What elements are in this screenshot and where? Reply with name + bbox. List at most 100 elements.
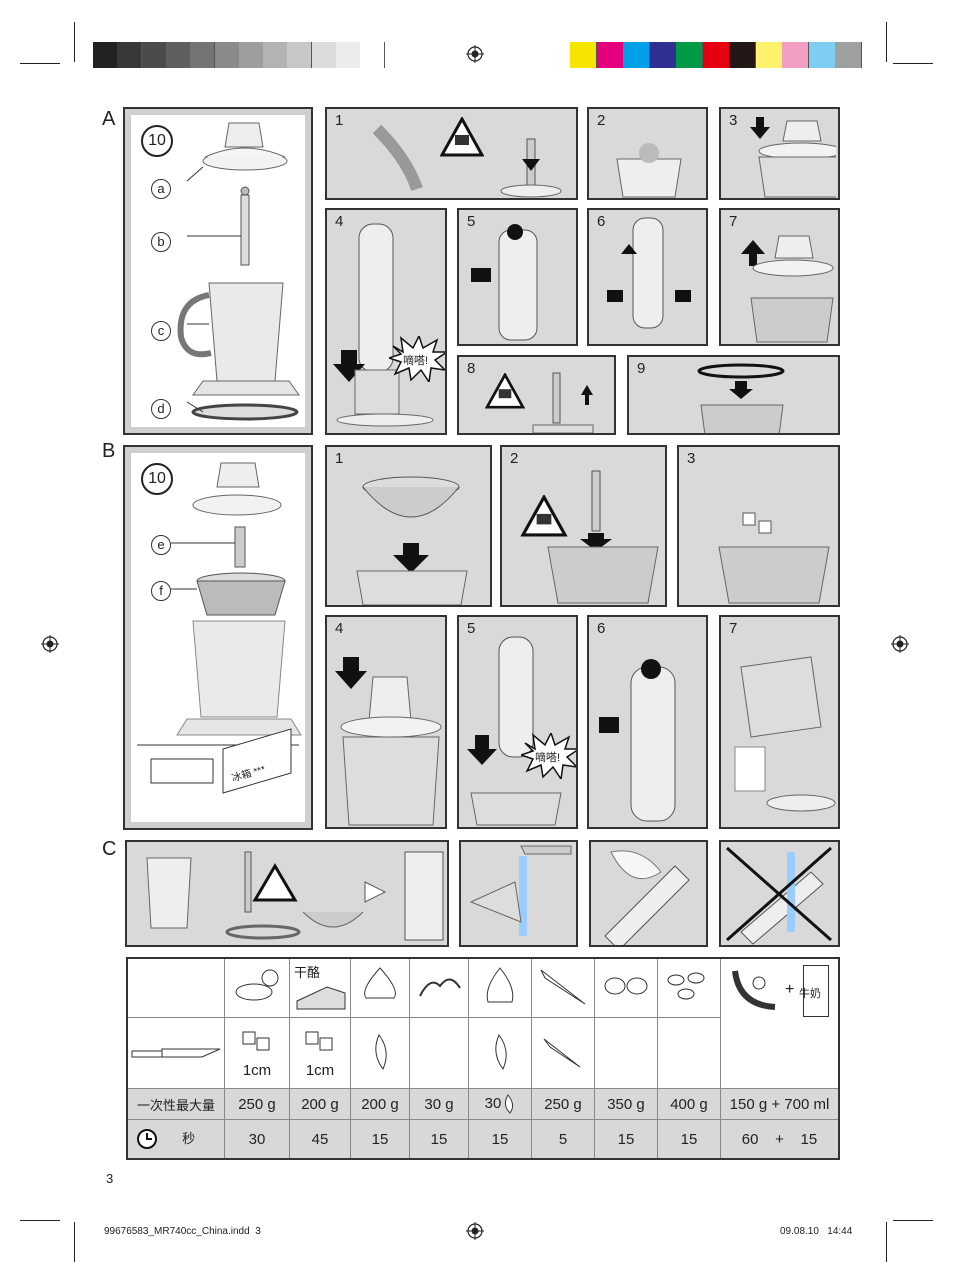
color-swatch <box>676 42 703 68</box>
time-cell: 60 + 15 <box>720 1119 840 1160</box>
seconds-label: 秒 <box>182 1130 196 1146</box>
step-number: 1 <box>335 112 344 129</box>
max-quantity-cell: 30 g <box>409 1088 469 1120</box>
step-panel-a6: 6 <box>587 208 708 346</box>
gray-swatch <box>360 42 386 68</box>
crop-mark <box>893 1220 933 1221</box>
onion-piece-icon <box>350 1017 410 1089</box>
warning-blade-icon <box>485 373 525 409</box>
section-letter-b: B <box>102 440 116 462</box>
crop-mark <box>886 1222 887 1262</box>
cleaning-panel-rinse-lid <box>459 840 578 947</box>
gray-swatch <box>214 42 240 68</box>
remove-lid-illustration <box>741 235 834 343</box>
gray-swatch <box>336 42 361 68</box>
click-burst-icon <box>389 336 445 382</box>
step-panel-a7: 7 <box>719 208 840 346</box>
cleaning-panel-wipe-motor <box>589 840 708 947</box>
warning-blade-icon <box>520 495 568 537</box>
click-burst-icon <box>521 733 576 779</box>
plus-sign: + <box>785 981 795 998</box>
time-cell: 15 <box>409 1119 469 1160</box>
time-cell: 5 <box>531 1119 595 1160</box>
fruit-milk-cell: + 牛奶 <box>720 957 840 1089</box>
step-panel-a5: 5 <box>457 208 578 346</box>
step-number: 7 <box>729 213 738 230</box>
max-quantity-cell: 250 g <box>224 1088 290 1120</box>
cut-size: 1cm <box>305 1061 335 1079</box>
gray-swatch <box>93 42 118 68</box>
milk-carton-icon <box>803 965 829 1017</box>
step-number: 9 <box>637 360 646 377</box>
cheese-label: 干酪 <box>294 964 321 980</box>
step-number: 4 <box>335 213 344 230</box>
step-number: 5 <box>467 213 476 230</box>
remove-blade-illustration <box>532 372 594 433</box>
step-number: 5 <box>467 620 476 637</box>
color-swatch <box>596 42 624 68</box>
color-swatch <box>729 42 756 68</box>
part-label-d: d <box>151 399 171 419</box>
part-label-c: c <box>151 321 171 341</box>
max-quantity-cell: 200 g <box>350 1088 410 1120</box>
time-cell: 45 <box>289 1119 351 1160</box>
max-quantity-label: 一次性最大量 <box>126 1088 225 1120</box>
step-panel-a8: 8 <box>457 355 616 435</box>
gray-swatch <box>263 42 289 68</box>
step-number: 2 <box>597 112 606 129</box>
step-panel-a3: 3 <box>719 107 840 200</box>
section-letter-a: A <box>102 108 116 130</box>
ice-crusher-parts-illustration <box>137 462 302 794</box>
max-quantity-cell: 150 g + 700 ml <box>720 1088 840 1120</box>
carrot-icon <box>531 957 595 1018</box>
registration-mark-icon <box>466 1222 484 1240</box>
step-panel-b1: 1 <box>325 445 492 607</box>
quantity-table: 干酪 + 牛奶 1cm 1cm 一次性最大量 250 g 200 g 200 g… <box>126 957 840 1160</box>
banana-strawberry-icon <box>732 970 776 1010</box>
file-name: 99676583_MR740cc_China.indd 3 <box>104 1226 261 1237</box>
color-swatch <box>808 42 836 68</box>
cubes-cell: 1cm <box>289 1017 351 1089</box>
gray-swatch <box>287 42 313 68</box>
step-panel-b7: 7 <box>719 615 840 829</box>
step-number: 4 <box>335 620 344 637</box>
crop-mark <box>74 22 75 62</box>
time-cell: 15 <box>350 1119 410 1160</box>
wipe-motor-illustration <box>604 850 690 945</box>
cheese-icon <box>296 985 346 1009</box>
pour-ice-illustration <box>734 656 836 812</box>
registration-mark-icon <box>41 635 59 653</box>
badge-10: 10 <box>141 463 173 495</box>
almond-icon <box>657 957 721 1018</box>
step-number: 3 <box>729 112 738 129</box>
time-cell: 15 <box>468 1119 532 1160</box>
step-panel-b4: 4 <box>325 615 447 829</box>
max-quantity-cell: 400 g <box>657 1088 721 1120</box>
step-number: 6 <box>597 620 606 637</box>
parsley-icon <box>409 957 469 1018</box>
step-number: 1 <box>335 450 344 467</box>
empty-cell <box>126 957 225 1018</box>
cut-size: 1cm <box>242 1061 272 1079</box>
registration-mark-icon <box>466 45 484 63</box>
cheese-cell: 干酪 <box>289 957 351 1018</box>
garlic-icon <box>468 957 532 1018</box>
step-panel-a1: 1 <box>325 107 578 200</box>
rinse-lid-illustration <box>469 845 572 936</box>
dishwasher-safe-illustration <box>146 851 444 941</box>
gray-swatch <box>238 42 264 68</box>
release-button-illustration <box>599 659 676 822</box>
time-cell: 30 <box>224 1119 290 1160</box>
fill-bowl-illustration <box>616 143 682 198</box>
part-label-f: f <box>151 581 171 601</box>
crop-mark <box>20 63 60 64</box>
max-quantity-cell: 30 <box>468 1088 532 1120</box>
crop-mark <box>886 22 887 62</box>
time-cell: 15 <box>657 1119 721 1160</box>
part-label-e: e <box>151 535 171 555</box>
step-panel-b5: 5 嘀嗒! <box>457 615 578 829</box>
meat-icon <box>224 957 290 1018</box>
garlic-count: 30 <box>484 1094 502 1112</box>
max-quantity-cell: 350 g <box>594 1088 658 1120</box>
attach-motor-illustration <box>333 223 434 427</box>
